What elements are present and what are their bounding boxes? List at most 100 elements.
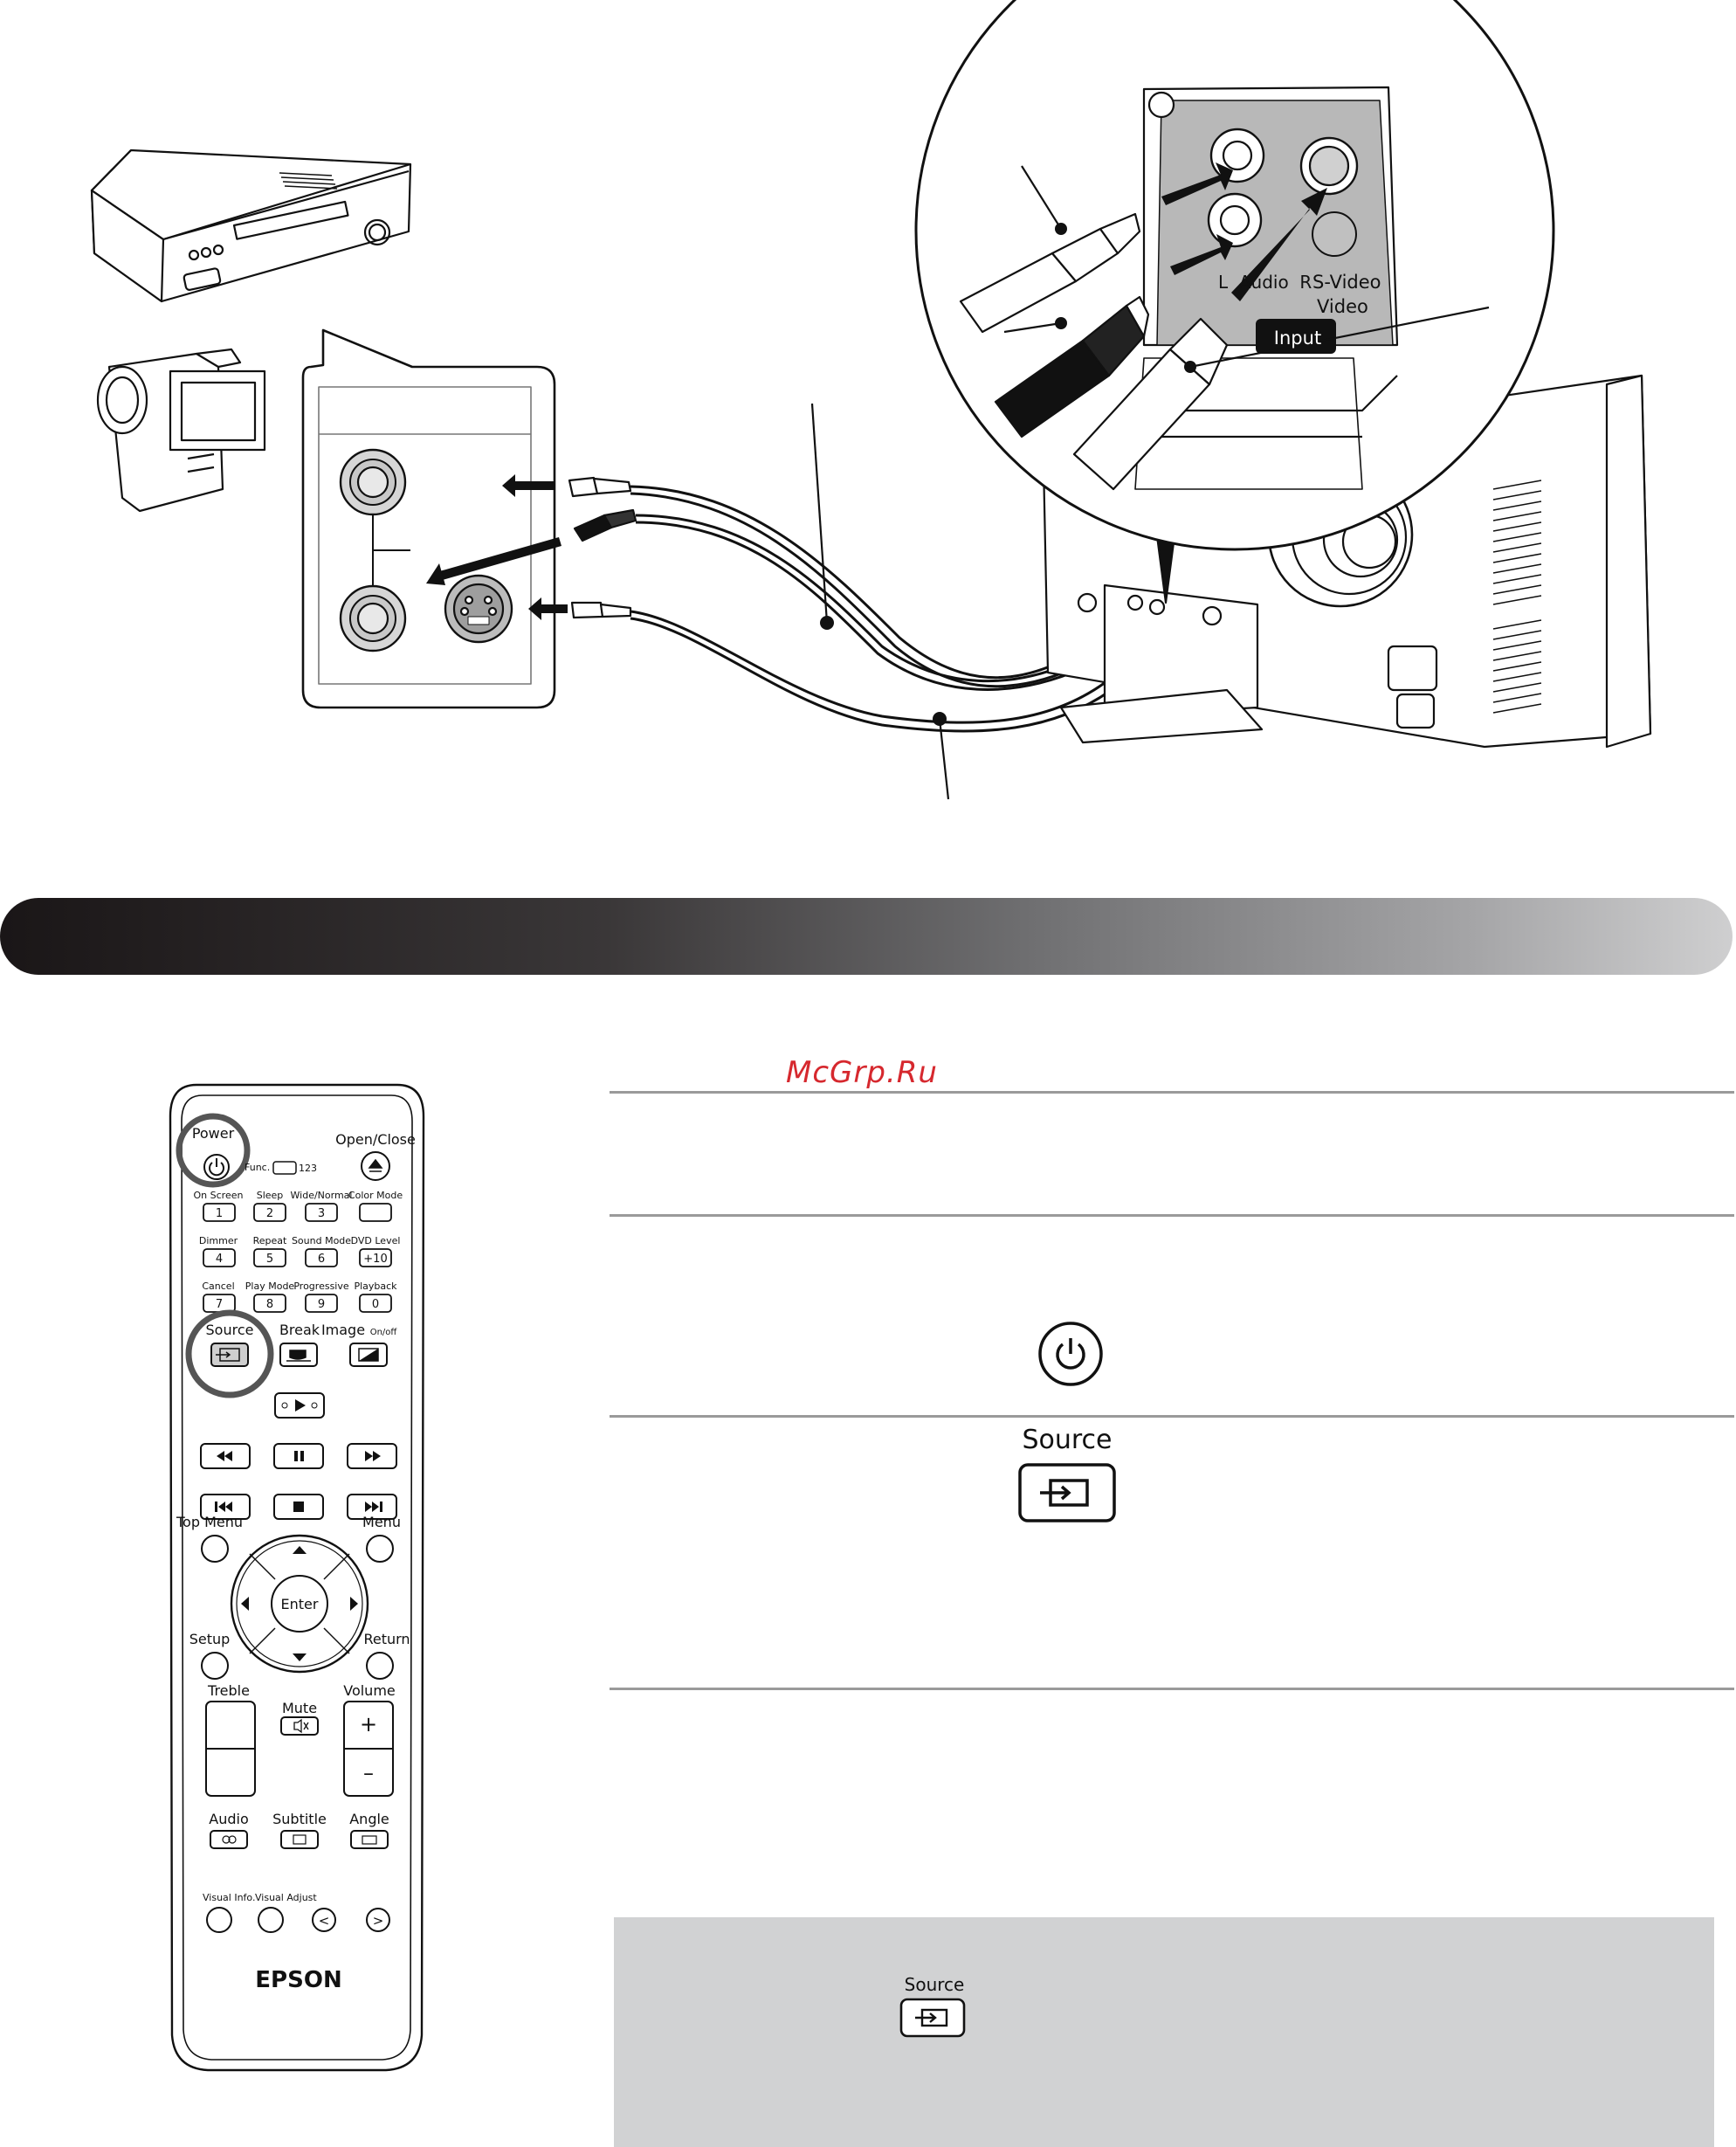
gt-label: > (373, 1913, 384, 1929)
camcorder-device (96, 348, 266, 513)
source-button[interactable] (210, 1343, 249, 1367)
direction-pad[interactable] (230, 1534, 369, 1674)
playback-label: Playback (354, 1281, 397, 1292)
source-icon (899, 1998, 966, 2038)
vcr-device (90, 148, 412, 303)
dvd-level-label: DVD Level (351, 1235, 401, 1246)
key-plus10-label: +10 (363, 1253, 387, 1266)
menu-button[interactable] (366, 1535, 394, 1563)
volume-label: Volume (343, 1682, 396, 1699)
image-on-off-label: On/off (370, 1328, 398, 1337)
callout-line (810, 403, 829, 624)
eject-button[interactable] (361, 1151, 390, 1181)
key-4[interactable] (203, 1248, 236, 1267)
connection-arrows (426, 474, 568, 620)
audio-lr-label: L Audio R (1218, 272, 1312, 293)
func-label: Func. (245, 1162, 270, 1173)
angle-button[interactable] (350, 1830, 389, 1849)
power-icon (1038, 1322, 1103, 1386)
key-5[interactable] (253, 1248, 286, 1267)
step-divider (610, 1415, 1734, 1418)
top-menu-button[interactable] (201, 1535, 229, 1563)
progressive-label: Progressive (293, 1281, 349, 1292)
return-button[interactable] (366, 1652, 394, 1680)
brand-logo: EPSON (255, 1967, 341, 1993)
stop-icon (293, 1502, 304, 1512)
key-1[interactable] (203, 1203, 236, 1222)
key-6-label: 6 (318, 1253, 325, 1266)
wide-normal-label: Wide/Normal (291, 1190, 353, 1201)
rewind-icon (217, 1451, 232, 1461)
key-plus10[interactable] (359, 1248, 392, 1267)
up-arrow-icon[interactable] (293, 1546, 307, 1554)
volume-minus-label: – (363, 1761, 374, 1785)
subtitle-icon (293, 1834, 307, 1845)
left-small-button[interactable] (312, 1908, 336, 1932)
power-label: Power (192, 1125, 235, 1142)
note-box: Source (614, 1917, 1714, 2147)
treble-label: Treble (207, 1682, 250, 1699)
mute-button[interactable] (280, 1716, 319, 1736)
audio-icon (222, 1835, 231, 1844)
key-3[interactable] (305, 1203, 338, 1222)
volume-plus-label: + (360, 1712, 377, 1736)
color-mode-button[interactable] (359, 1203, 392, 1222)
cancel-label: Cancel (202, 1281, 234, 1292)
key-0[interactable] (359, 1294, 392, 1313)
key-8[interactable] (253, 1294, 286, 1313)
pause-button[interactable] (273, 1443, 324, 1469)
repeat-label: Repeat (253, 1235, 287, 1246)
right-arrow-icon[interactable] (350, 1597, 358, 1611)
pause-icon (294, 1451, 304, 1461)
play-button[interactable] (274, 1392, 325, 1419)
input-panel-label (1256, 319, 1336, 354)
lt-label: < (319, 1913, 330, 1929)
key-9-label: 9 (318, 1298, 325, 1311)
setup-label: Setup (189, 1631, 231, 1647)
visual-adjust-button[interactable] (258, 1907, 284, 1933)
enter-label: Enter (281, 1596, 319, 1612)
sleep-label: Sleep (257, 1190, 284, 1201)
image-button[interactable] (349, 1343, 388, 1367)
key-8-label: 8 (266, 1298, 273, 1311)
note-source-label: Source (904, 1974, 965, 1995)
s-video-label: S-Video (1312, 272, 1381, 293)
key-2[interactable] (253, 1203, 286, 1222)
on-screen-label: On Screen (194, 1190, 244, 1201)
left-arrow-icon[interactable] (241, 1597, 249, 1611)
remote-control: Power Open/Close Func. 123 On Screen Sle… (169, 1083, 425, 2072)
image-label: Image (321, 1322, 365, 1338)
cables (630, 485, 1126, 733)
color-mode-label: Color Mode (348, 1190, 403, 1201)
zoom-circle (914, 0, 1555, 551)
previous-icon (215, 1502, 232, 1512)
input-label: Input (1274, 328, 1321, 349)
connector-callout (301, 328, 556, 709)
func-switch[interactable] (272, 1161, 297, 1175)
step-divider (610, 1688, 1734, 1690)
return-label: Return (363, 1631, 410, 1647)
key-3-label: 3 (318, 1207, 325, 1220)
right-small-button[interactable] (366, 1908, 390, 1932)
sound-mode-label: Sound Mode (292, 1235, 351, 1246)
mute-label: Mute (282, 1700, 317, 1716)
num123-label: 123 (299, 1163, 317, 1174)
setup-button[interactable] (201, 1652, 229, 1680)
down-arrow-icon[interactable] (293, 1653, 307, 1661)
visual-info-button[interactable] (206, 1907, 232, 1933)
source-icon (1018, 1463, 1116, 1522)
connection-diagram: Input S-Video Video L Audio R (90, 0, 1652, 800)
power-button[interactable] (203, 1154, 230, 1180)
break-button[interactable] (279, 1343, 318, 1367)
section-header-band (0, 898, 1733, 975)
key-9[interactable] (305, 1294, 338, 1313)
visual-adjust-label: Visual Adjust (255, 1892, 317, 1903)
subtitle-label: Subtitle (272, 1811, 327, 1827)
key-1-label: 1 (216, 1207, 223, 1220)
key-2-label: 2 (266, 1207, 273, 1220)
source-label: Source (206, 1322, 254, 1338)
audio-label: Audio (209, 1811, 248, 1827)
menu-label: Menu (362, 1514, 401, 1530)
key-6[interactable] (305, 1248, 338, 1267)
subtitle-button[interactable] (280, 1830, 319, 1849)
